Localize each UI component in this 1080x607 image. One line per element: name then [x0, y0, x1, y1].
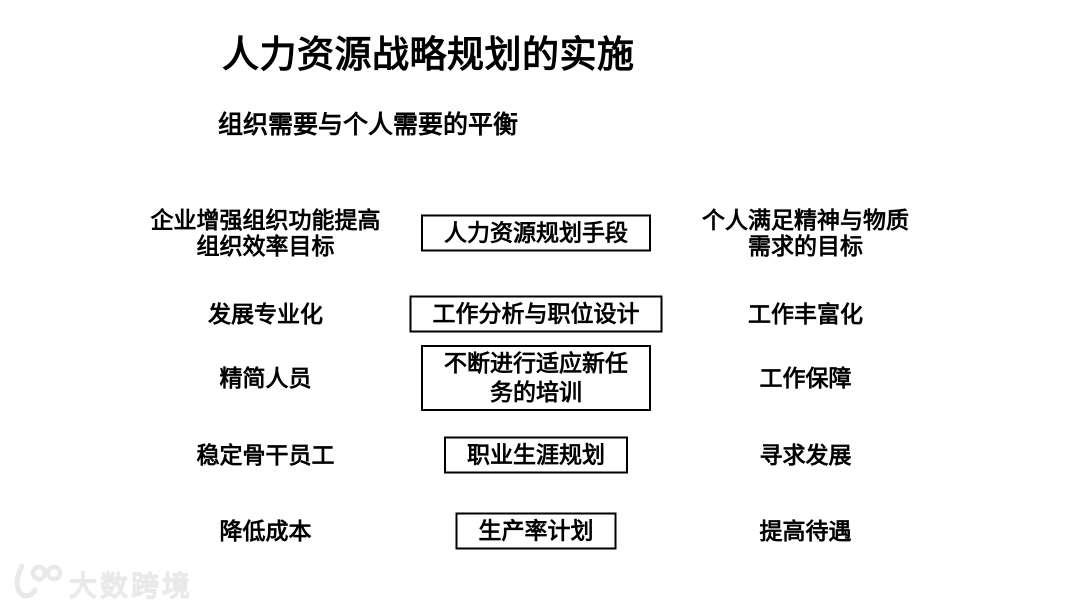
personal-need-item: 工作保障 [759, 364, 852, 391]
watermark: 大数跨境 [12, 560, 193, 607]
balance-row: 降低成本 生产率计划 提高待遇 [0, 512, 1080, 550]
balance-row-headers: 企业增强组织功能提高 组织效率目标 人力资源规划手段 个人满足精神与物质 需求的… [0, 203, 1080, 263]
balance-row: 发展专业化 工作分析与职位设计 工作丰富化 [0, 295, 1080, 333]
hr-tool-box-planning-means: 人力资源规划手段 [421, 214, 651, 252]
hr-tool-box-job-analysis: 工作分析与职位设计 [409, 295, 663, 333]
org-need-item: 发展专业化 [208, 301, 323, 327]
balance-row: 精简人员 不断进行适应新任 务的培训 工作保障 [0, 344, 1080, 411]
balance-row: 稳定骨干员工 职业生涯规划 寻求发展 [0, 436, 1080, 474]
hr-tool-box-training: 不断进行适应新任 务的培训 [421, 344, 651, 411]
org-need-item: 精简人员 [219, 364, 312, 391]
org-need-item: 稳定骨干员工 [196, 442, 335, 468]
org-need-item: 降低成本 [219, 518, 312, 544]
watermark-brand-text: 大数跨境 [69, 569, 194, 601]
slide-title: 人力资源战略规划的实施 [222, 34, 635, 75]
org-need-header: 企业增强组织功能提高 组织效率目标 [150, 207, 381, 259]
personal-need-header: 个人满足精神与物质 需求的目标 [702, 207, 909, 259]
hr-tool-box-career-planning: 职业生涯规划 [444, 436, 628, 474]
personal-need-item: 工作丰富化 [748, 301, 863, 327]
hr-tool-box-productivity-plan: 生产率计划 [455, 512, 617, 550]
personal-need-item: 寻求发展 [759, 442, 852, 468]
dashu-100-logo-icon [12, 560, 64, 607]
personal-need-item: 提高待遇 [759, 518, 852, 544]
slide-subtitle: 组织需要与个人需要的平衡 [218, 111, 519, 139]
